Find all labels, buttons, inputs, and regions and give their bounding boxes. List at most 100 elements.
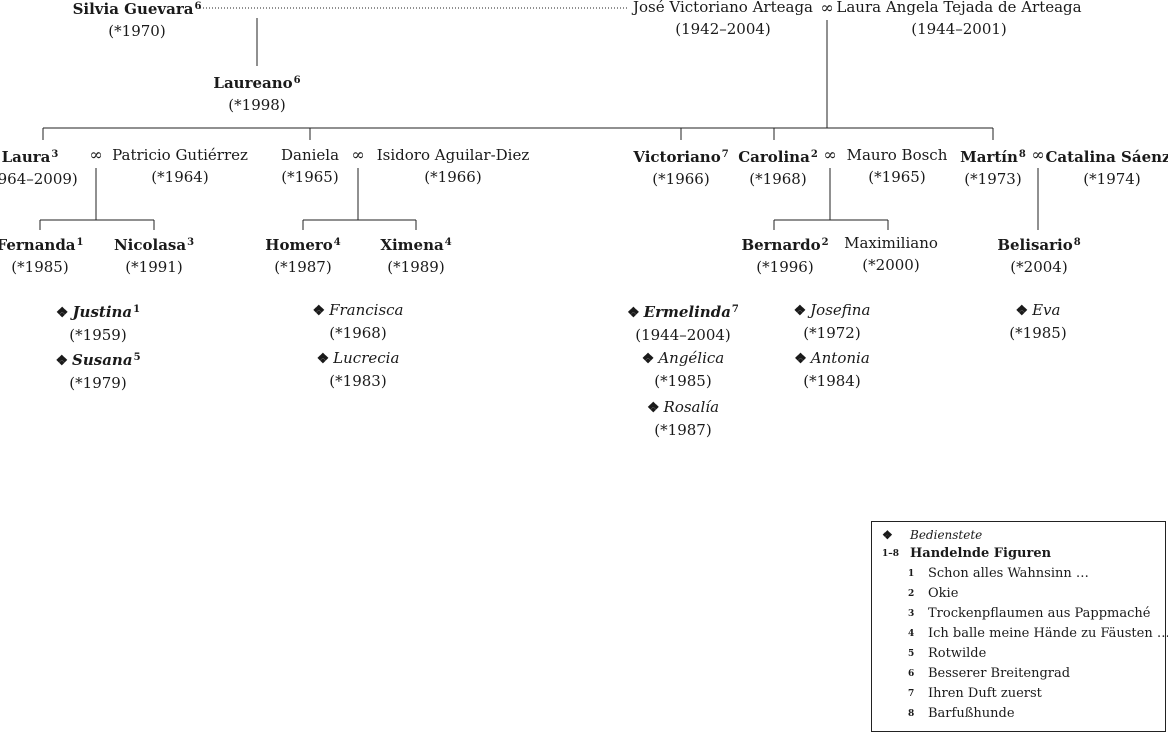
diamond-icon: ❖ bbox=[55, 353, 69, 369]
diamond-icon: ❖ bbox=[627, 305, 640, 321]
person-name: Homero4 bbox=[265, 232, 340, 256]
character-number: 4 bbox=[333, 237, 341, 248]
person-jose: José Victoriano Arteaga(1942–2004) bbox=[633, 0, 813, 40]
person-name-text: Victoriano bbox=[633, 148, 721, 166]
person-name: ❖Antonia bbox=[794, 347, 870, 370]
person-name: Fernanda1 bbox=[0, 232, 83, 256]
legend-item-title: Rotwilde bbox=[928, 646, 987, 661]
person-name-text: Homero bbox=[265, 236, 333, 254]
person-dates: (*1968) bbox=[329, 324, 387, 342]
legend-item-number: 4 bbox=[908, 629, 915, 639]
marriage-symbol-carolina-mauro: ∞ bbox=[823, 145, 837, 164]
legend-item-number: 2 bbox=[908, 589, 915, 599]
person-name-text: Laura Angela Tejada de Arteaga bbox=[836, 0, 1082, 16]
person-dates: (1944–2004) bbox=[635, 326, 731, 344]
person-name-text: Josefina bbox=[810, 301, 871, 319]
person-name: ❖Lucrecia bbox=[317, 347, 400, 370]
person-catalina: Catalina Sáenz8 (*1974) bbox=[1045, 144, 1168, 190]
character-number: 1 bbox=[76, 237, 84, 248]
person-name: ❖Rosalía bbox=[647, 396, 719, 419]
person-dates: (*1974) bbox=[1083, 170, 1141, 188]
person-dates: (*1970) bbox=[108, 22, 166, 40]
diamond-icon: ❖ bbox=[794, 351, 807, 367]
person-name: Laureano6 bbox=[213, 70, 300, 94]
person-name: Maximiliano bbox=[844, 232, 938, 254]
person-mauro: Mauro Bosch (*1965) bbox=[847, 144, 948, 188]
person-dates: (*1985) bbox=[1009, 324, 1067, 342]
person-dates: (*1987) bbox=[274, 258, 332, 276]
person-name-text: Daniela bbox=[280, 146, 340, 164]
person-name-text: Fernanda bbox=[0, 236, 76, 254]
legend-item-title: Ich balle meine Hände zu Fäusten … bbox=[928, 626, 1168, 641]
person-dates: (*1968) bbox=[749, 170, 807, 188]
person-bernardo: Bernardo2 (*1996) bbox=[741, 232, 828, 278]
person-dates: (*1959) bbox=[69, 326, 127, 344]
person-dates: (*1965) bbox=[868, 168, 926, 186]
person-name-text: Martín bbox=[960, 148, 1018, 166]
person-belisario: Belisario8(*2004) bbox=[997, 232, 1080, 278]
character-number: 8 bbox=[1018, 149, 1026, 160]
person-name: Martín8 bbox=[960, 144, 1026, 168]
person-dates: (*1979) bbox=[69, 374, 127, 392]
legend-item-title: Schon alles Wahnsinn … bbox=[928, 566, 1089, 581]
legend-item-title: Ihren Duft zuerst bbox=[928, 686, 1042, 701]
marriage-symbol-daniela-isidoro: ∞ bbox=[351, 145, 365, 164]
person-laura: Laura3 (1964–2009) bbox=[0, 144, 78, 190]
person-rosalia: ❖Rosalía(*1987) bbox=[647, 396, 719, 441]
person-martin: Martín8(*1973) bbox=[960, 144, 1026, 190]
person-name: Mauro Bosch bbox=[847, 144, 948, 166]
person-dates: (*1966) bbox=[652, 170, 710, 188]
person-dates: (*1964) bbox=[151, 168, 209, 186]
person-name: Catalina Sáenz8 bbox=[1045, 144, 1168, 168]
legend-item-number: 5 bbox=[908, 649, 915, 659]
diamond-icon: ❖ bbox=[882, 528, 893, 542]
person-name-text: Eva bbox=[1032, 301, 1061, 319]
legend-item-title: Okie bbox=[928, 586, 959, 601]
legend-item-number: 1 bbox=[908, 569, 915, 579]
person-dates: (*1966) bbox=[424, 168, 482, 186]
legend-item-title: Barfußhunde bbox=[928, 706, 1015, 721]
diamond-icon: ❖ bbox=[641, 351, 655, 367]
person-name: Bernardo2 bbox=[741, 232, 828, 256]
person-josefina: ❖Josefina(*1972) bbox=[794, 299, 871, 344]
person-name: Silvia Guevara6 bbox=[73, 0, 202, 20]
person-name: ❖Angélica bbox=[642, 347, 724, 370]
diamond-icon: ❖ bbox=[793, 303, 807, 319]
person-name-text: Maximiliano bbox=[844, 234, 938, 252]
character-number: 2 bbox=[821, 237, 829, 248]
person-name-text: Antonia bbox=[810, 349, 870, 367]
person-name-text: Lucrecia bbox=[333, 349, 400, 367]
person-name-text: Carolina bbox=[738, 148, 810, 166]
character-number: 6 bbox=[293, 75, 301, 86]
character-number: 5 bbox=[133, 352, 141, 363]
person-ermelinda: ❖Ermelinda7(1944–2004) bbox=[627, 299, 739, 346]
character-number: 4 bbox=[444, 237, 452, 248]
person-dates: (1964–2009) bbox=[0, 170, 78, 188]
person-name-text: Justina bbox=[72, 303, 133, 321]
person-name-text: Catalina Sáenz bbox=[1045, 148, 1168, 166]
person-name-text: Nicolasa bbox=[113, 236, 187, 254]
person-name: ❖Eva bbox=[1009, 299, 1066, 322]
person-name-text: Isidoro Aguilar-Diez bbox=[376, 146, 530, 164]
marriage-symbol-martin-catalina: ∞ bbox=[1031, 145, 1045, 164]
character-number: 3 bbox=[51, 149, 59, 160]
person-name-text: Ermelinda bbox=[643, 303, 731, 321]
person-dates: (1944–2001) bbox=[911, 20, 1007, 38]
person-fernanda: Fernanda1(*1985) bbox=[0, 232, 83, 278]
person-dates: (*1996) bbox=[756, 258, 814, 276]
person-dates: (*1991) bbox=[125, 258, 183, 276]
person-name: Nicolasa3 bbox=[114, 232, 194, 256]
person-maximiliano: Maximiliano(*2000) bbox=[844, 232, 938, 276]
person-name-text: Susana bbox=[72, 351, 133, 369]
character-number: 1 bbox=[133, 304, 141, 315]
character-number: 8 bbox=[1073, 237, 1081, 248]
person-name: ❖Justina1 bbox=[56, 299, 140, 324]
person-dates: (*1998) bbox=[228, 96, 286, 114]
person-dates: (1942–2004) bbox=[675, 20, 771, 38]
legend-item-number: 3 bbox=[908, 609, 915, 619]
person-name-text: Laura bbox=[1, 148, 51, 166]
person-name: Victoriano7 bbox=[633, 144, 728, 168]
person-antonia: ❖Antonia(*1984) bbox=[794, 347, 870, 392]
person-susana: ❖Susana5 (*1979) bbox=[55, 347, 140, 394]
